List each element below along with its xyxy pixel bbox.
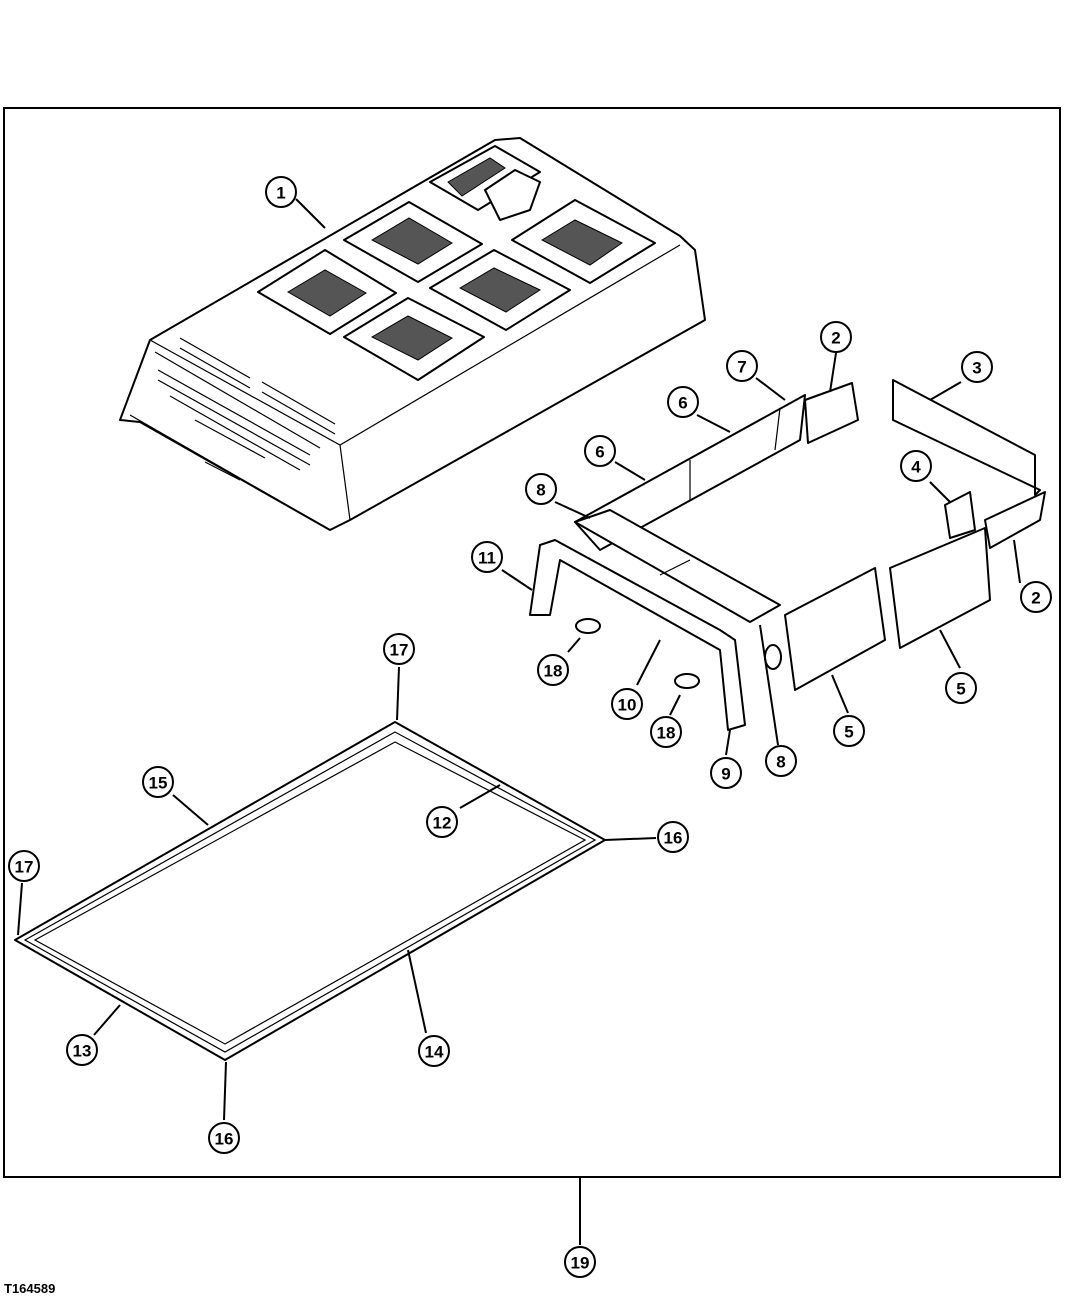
callout-5: 5 (945, 672, 977, 704)
callout-number: 14 (425, 1043, 444, 1062)
callout-number: 11 (478, 549, 496, 568)
callout-circle (584, 435, 616, 467)
callout-circle (726, 350, 758, 382)
callout-8: 8 (525, 473, 557, 505)
callout-16: 16 (208, 1122, 240, 1154)
side-panels (529, 379, 1046, 731)
callout-1: 1 (265, 176, 297, 208)
callout-number: 7 (737, 358, 746, 377)
callout-4: 4 (900, 450, 932, 482)
callout-circle (66, 1034, 98, 1066)
callout-11: 11 (471, 541, 503, 573)
diagram-frame (3, 107, 1061, 1178)
callout-18: 18 (650, 716, 682, 748)
callout-number: 8 (776, 753, 785, 772)
callout-circle (8, 850, 40, 882)
callout-17: 17 (8, 850, 40, 882)
callout-number: 16 (664, 829, 683, 848)
callout-number: 2 (831, 329, 840, 348)
callout-circle (1020, 581, 1052, 613)
callout-number: 2 (1031, 589, 1040, 608)
callout-number: 19 (571, 1254, 590, 1273)
callout-5: 5 (833, 715, 865, 747)
callout-number: 4 (911, 458, 921, 477)
callout-number: 9 (721, 765, 730, 784)
callout-12: 12 (426, 806, 458, 838)
callout-circle (418, 1035, 450, 1067)
callout-number: 1 (276, 184, 285, 203)
callout-number: 17 (390, 641, 409, 660)
callout-14: 14 (418, 1035, 450, 1067)
callout-number: 17 (15, 858, 34, 877)
callout-2: 2 (820, 321, 852, 353)
callout-circle (383, 633, 415, 665)
callout-circle (667, 386, 699, 418)
callout-number: 12 (433, 814, 452, 833)
callout-8: 8 (765, 745, 797, 777)
callout-circle (961, 351, 993, 383)
callout-15: 15 (142, 766, 174, 798)
callout-6: 6 (667, 386, 699, 418)
callout-number: 5 (844, 723, 853, 742)
leader-lines (17, 198, 1021, 1245)
callout-16: 16 (657, 821, 689, 853)
callout-circle (820, 321, 852, 353)
callout-circle (650, 716, 682, 748)
callout-circle (900, 450, 932, 482)
callout-circle (525, 473, 557, 505)
callout-circle (765, 745, 797, 777)
callout-7: 7 (726, 350, 758, 382)
callout-2: 2 (1020, 581, 1052, 613)
callout-circle (564, 1246, 596, 1278)
callout-circle (611, 688, 643, 720)
callout-circle (471, 541, 503, 573)
callout-circle (833, 715, 865, 747)
callout-9: 9 (710, 757, 742, 789)
callout-number: 5 (956, 680, 965, 699)
callout-number: 18 (657, 724, 676, 743)
callout-6: 6 (584, 435, 616, 467)
callout-number: 8 (536, 481, 545, 500)
callout-number: 13 (73, 1042, 92, 1061)
figure-id-label: T164589 (4, 1281, 56, 1296)
callout-3: 3 (961, 351, 993, 383)
callout-circle (945, 672, 977, 704)
callout-number: 18 (544, 662, 563, 681)
callout-number: 15 (149, 774, 168, 793)
callout-10: 10 (611, 688, 643, 720)
callout-circle (537, 654, 569, 686)
callout-circle (265, 176, 297, 208)
callout-circle (426, 806, 458, 838)
callout-number: 10 (618, 696, 637, 715)
callout-number: 6 (678, 394, 687, 413)
callout-number: 3 (972, 359, 981, 378)
callout-number: 16 (215, 1130, 234, 1149)
headliner-part (119, 137, 706, 531)
floor-mat-part (14, 721, 606, 1061)
callout-number: 6 (595, 443, 604, 462)
callout-circle (657, 821, 689, 853)
callout-17: 17 (383, 633, 415, 665)
callout-circle (208, 1122, 240, 1154)
callout-18: 18 (537, 654, 569, 686)
callout-13: 13 (66, 1034, 98, 1066)
callout-circle (710, 757, 742, 789)
callout-19: 19 (564, 1246, 596, 1278)
callout-circle (142, 766, 174, 798)
